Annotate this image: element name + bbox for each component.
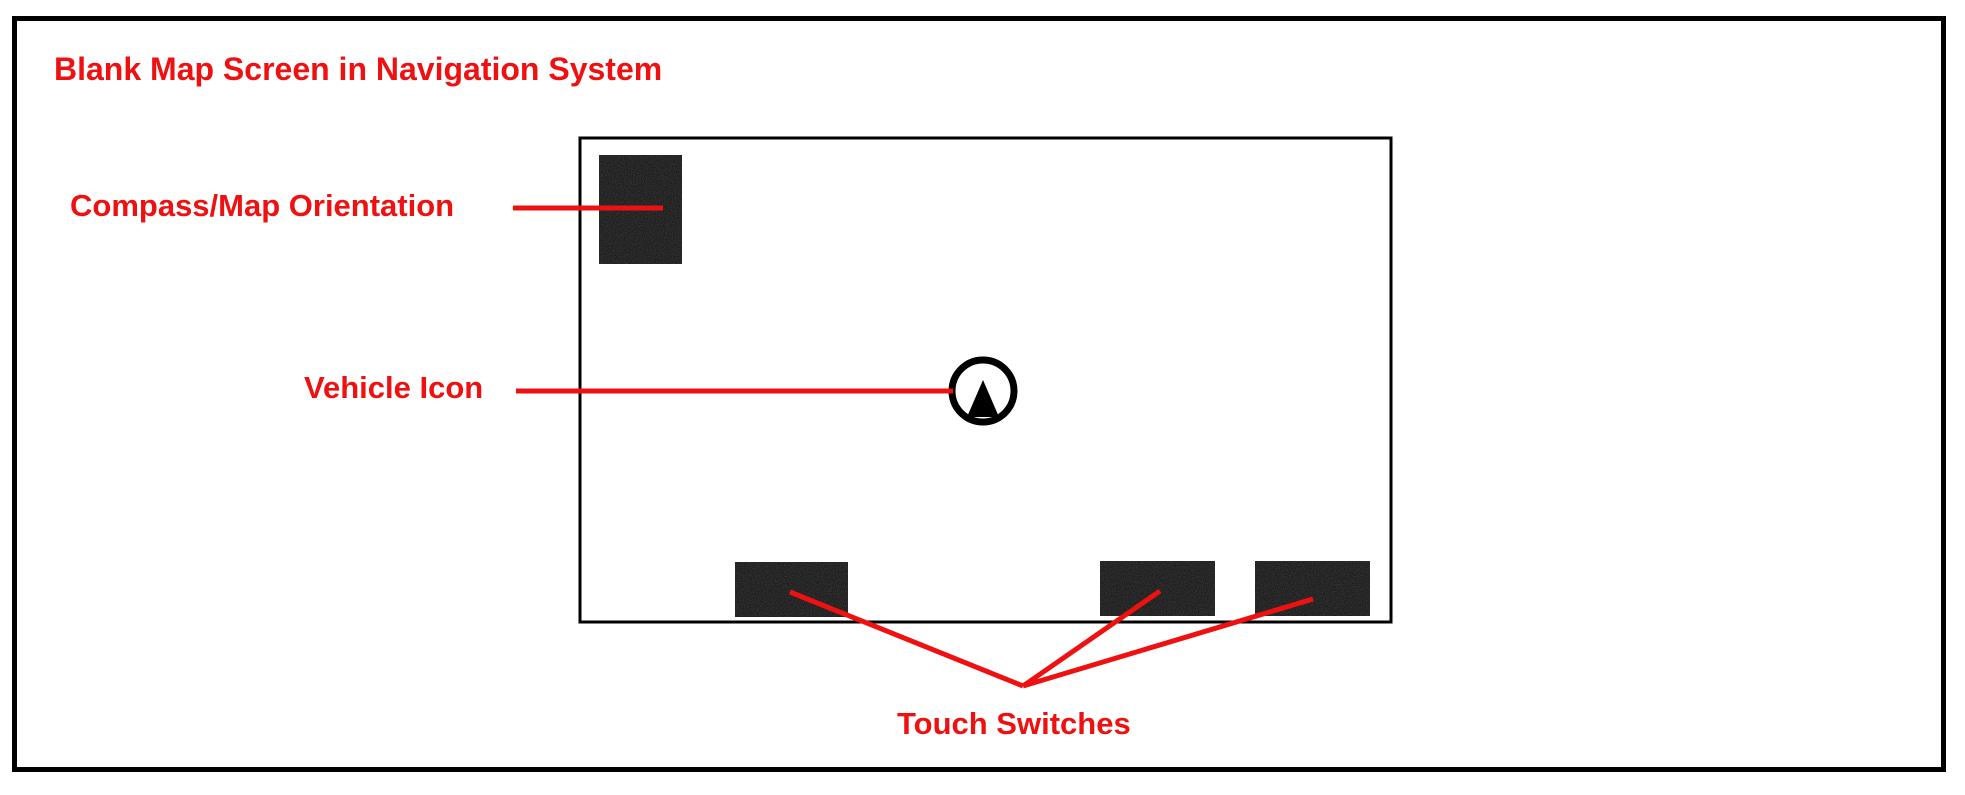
compass-label: Compass/Map Orientation bbox=[70, 188, 454, 223]
touch-switch-middle[interactable] bbox=[1100, 561, 1215, 616]
touch-switch-leader-lines bbox=[789, 588, 1314, 689]
vehicle-label: Vehicle Icon bbox=[304, 370, 483, 405]
vehicle-position-icon bbox=[948, 356, 1018, 426]
touch-switches-label: Touch Switches bbox=[897, 706, 1131, 741]
touch-switch-right[interactable] bbox=[1255, 561, 1370, 616]
diagram-title: Blank Map Screen in Navigation System bbox=[54, 51, 662, 87]
